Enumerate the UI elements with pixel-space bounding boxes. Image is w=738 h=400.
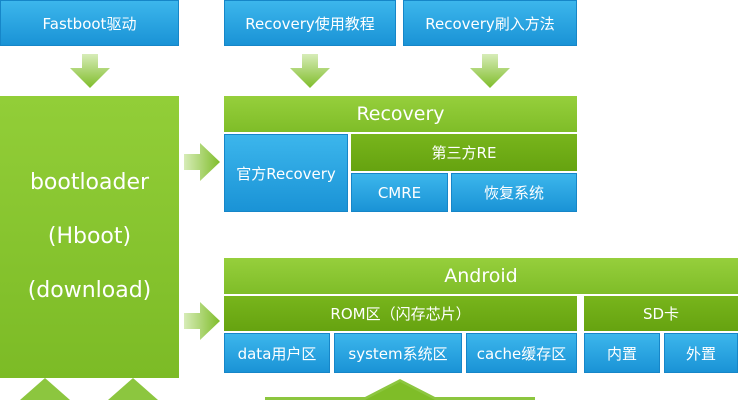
third-party-re-label: 第三方RE bbox=[431, 144, 497, 162]
system-area-box: system系统区 bbox=[334, 333, 462, 373]
restore-system-box: 恢复系统 bbox=[451, 173, 577, 212]
official-recovery-label: 官方Recovery bbox=[236, 164, 336, 183]
arrow-right-icon bbox=[184, 143, 220, 181]
cmre-box: CMRE bbox=[351, 173, 448, 212]
arrow-down-icon bbox=[290, 54, 330, 88]
cache-area-box: cache缓存区 bbox=[466, 333, 577, 373]
internal-sd-box: 内置 bbox=[584, 333, 660, 373]
recovery-tutorial-box: Recovery使用教程 bbox=[224, 0, 396, 46]
restore-system-label: 恢复系统 bbox=[483, 184, 544, 202]
third-party-re-box: 第三方RE bbox=[351, 134, 577, 171]
download-label: (download) bbox=[27, 278, 152, 303]
arrow-down-icon bbox=[70, 54, 110, 88]
bootloader-label: bootloader bbox=[29, 170, 150, 195]
arrow-up-icon bbox=[108, 378, 158, 400]
external-sd-box: 外置 bbox=[664, 333, 738, 373]
data-user-area-label: data用户区 bbox=[237, 344, 317, 363]
recovery-flash-method-label: Recovery刷入方法 bbox=[425, 14, 555, 33]
recovery-tutorial-label: Recovery使用教程 bbox=[245, 14, 375, 33]
android-header: Android bbox=[224, 258, 738, 294]
recovery-title: Recovery bbox=[356, 103, 445, 125]
fastboot-driver-box: Fastboot驱动 bbox=[0, 0, 179, 46]
fastboot-driver-label: Fastboot驱动 bbox=[42, 14, 137, 33]
cache-area-label: cache缓存区 bbox=[476, 344, 567, 363]
bootloader-block: bootloader (Hboot) (download) bbox=[0, 96, 179, 378]
external-sd-label: 外置 bbox=[685, 344, 716, 363]
arrow-up-icon bbox=[265, 379, 535, 400]
data-user-area-box: data用户区 bbox=[224, 333, 330, 373]
arrow-up-icon bbox=[20, 378, 70, 400]
cmre-label: CMRE bbox=[377, 183, 422, 202]
hboot-label: (Hboot) bbox=[47, 224, 132, 249]
recovery-header: Recovery bbox=[224, 96, 577, 132]
official-recovery-box: 官方Recovery bbox=[224, 134, 348, 212]
rom-area-label: ROM区（闪存芯片） bbox=[330, 305, 471, 323]
sd-card-label: SD卡 bbox=[642, 305, 680, 323]
arrow-right-icon bbox=[184, 302, 220, 340]
rom-area-box: ROM区（闪存芯片） bbox=[224, 296, 577, 331]
system-area-label: system系统区 bbox=[348, 344, 448, 363]
android-title: Android bbox=[444, 265, 518, 287]
arrow-down-icon bbox=[470, 54, 510, 88]
internal-sd-label: 内置 bbox=[606, 344, 637, 363]
sd-card-box: SD卡 bbox=[584, 296, 738, 331]
recovery-flash-method-box: Recovery刷入方法 bbox=[403, 0, 577, 46]
